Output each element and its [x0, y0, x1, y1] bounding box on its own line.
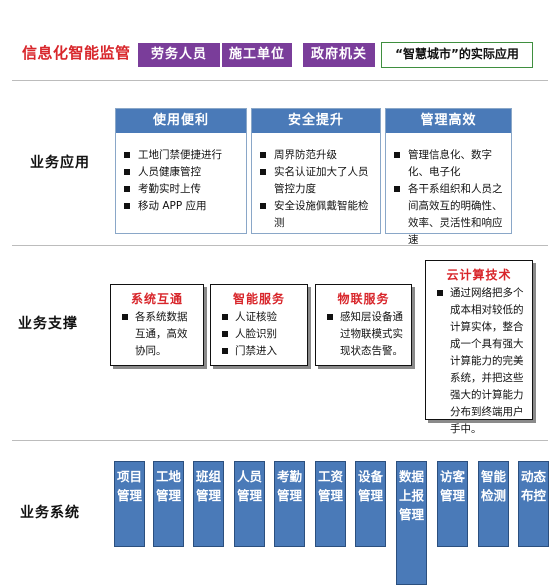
list-item: 管理信息化、数字化、电子化: [392, 147, 507, 181]
list-item: 感知层设备通过物联模式实现状态告警。: [326, 309, 405, 360]
system-box[interactable]: 人员管理: [234, 461, 265, 547]
support-box-title: 智能服务: [232, 292, 285, 306]
system-box[interactable]: 项目管理: [114, 461, 145, 547]
separator: [12, 440, 548, 441]
system-box[interactable]: 访客管理: [437, 461, 468, 547]
list-item: 实名认证加大了人员管控力度: [258, 164, 376, 198]
app-card-efficiency: 管理高效 管理信息化、数字化、电子化 各干系组织和人员之间高效互的明确性、效率、…: [385, 108, 512, 246]
list-item: 考勤实时上传: [122, 181, 242, 198]
app-card-title: 安全提升: [252, 109, 380, 133]
row-label-support: 业务支撑: [18, 316, 78, 332]
support-box-title: 云计算技术: [446, 268, 512, 282]
separator: [12, 245, 548, 246]
support-box-cloud-computing: 云计算技术 通过网络把多个成本相对较低的计算实体，整合成一个具有强大计算能力的完…: [425, 260, 533, 435]
app-card-convenience: 使用便利 工地门禁便捷进行 人员健康管控 考勤实时上传 移动 APP 应用: [115, 108, 247, 234]
list-item: 人脸识别: [221, 326, 301, 343]
support-box-smart-service: 智能服务 人证核验 人脸识别 门禁进入: [210, 284, 308, 366]
list-item: 各系统数据互通，高效协同。: [121, 309, 197, 360]
list-item: 人员健康管控: [122, 164, 242, 181]
list-item: 门禁进入: [221, 343, 301, 360]
separator: [12, 80, 548, 81]
app-card-safety: 安全提升 周界防范升级 实名认证加大了人员管控力度 安全设施佩戴智能检测: [251, 108, 381, 234]
system-box[interactable]: 动态布控: [518, 461, 549, 547]
system-box[interactable]: 工地管理: [153, 461, 184, 547]
list-item: 移动 APP 应用: [122, 198, 242, 215]
app-card-title: 管理高效: [386, 109, 511, 133]
list-item: 工地门禁便捷进行: [122, 147, 242, 164]
smart-city-badge: “智慧城市”的实际应用: [381, 42, 533, 68]
support-box-title: 系统互通: [130, 292, 183, 306]
row-label-system: 业务系统: [20, 505, 80, 521]
system-box[interactable]: 考勤管理: [274, 461, 305, 547]
tag-contractor[interactable]: 施工单位: [222, 43, 292, 67]
list-item: 周界防范升级: [258, 147, 376, 164]
tag-government[interactable]: 政府机关: [303, 43, 375, 67]
system-box[interactable]: 智能检测: [478, 461, 509, 547]
system-box[interactable]: 工资管理: [315, 461, 346, 547]
list-item: 安全设施佩戴智能检测: [258, 198, 376, 232]
list-item: 人证核验: [221, 309, 301, 326]
list-item: 各干系组织和人员之间高效互的明确性、效率、灵活性和响应速: [392, 181, 507, 249]
support-box-iot-service: 物联服务 感知层设备通过物联模式实现状态告警。: [315, 284, 412, 366]
row-label-application: 业务应用: [30, 155, 90, 171]
app-card-title: 使用便利: [116, 109, 246, 133]
support-box-interop: 系统互通 各系统数据互通，高效协同。: [110, 284, 204, 366]
tag-labor[interactable]: 劳务人员: [138, 43, 220, 67]
system-box[interactable]: 班组管理: [193, 461, 224, 547]
support-box-title: 物联服务: [337, 292, 390, 306]
page-title: 信息化智能监管: [22, 44, 131, 62]
list-item: 通过网络把多个成本相对较低的计算实体，整合成一个具有强大计算能力的完美系统，并把…: [436, 285, 526, 438]
system-box[interactable]: 数据上报管理: [396, 461, 427, 585]
system-box[interactable]: 设备管理: [355, 461, 386, 547]
